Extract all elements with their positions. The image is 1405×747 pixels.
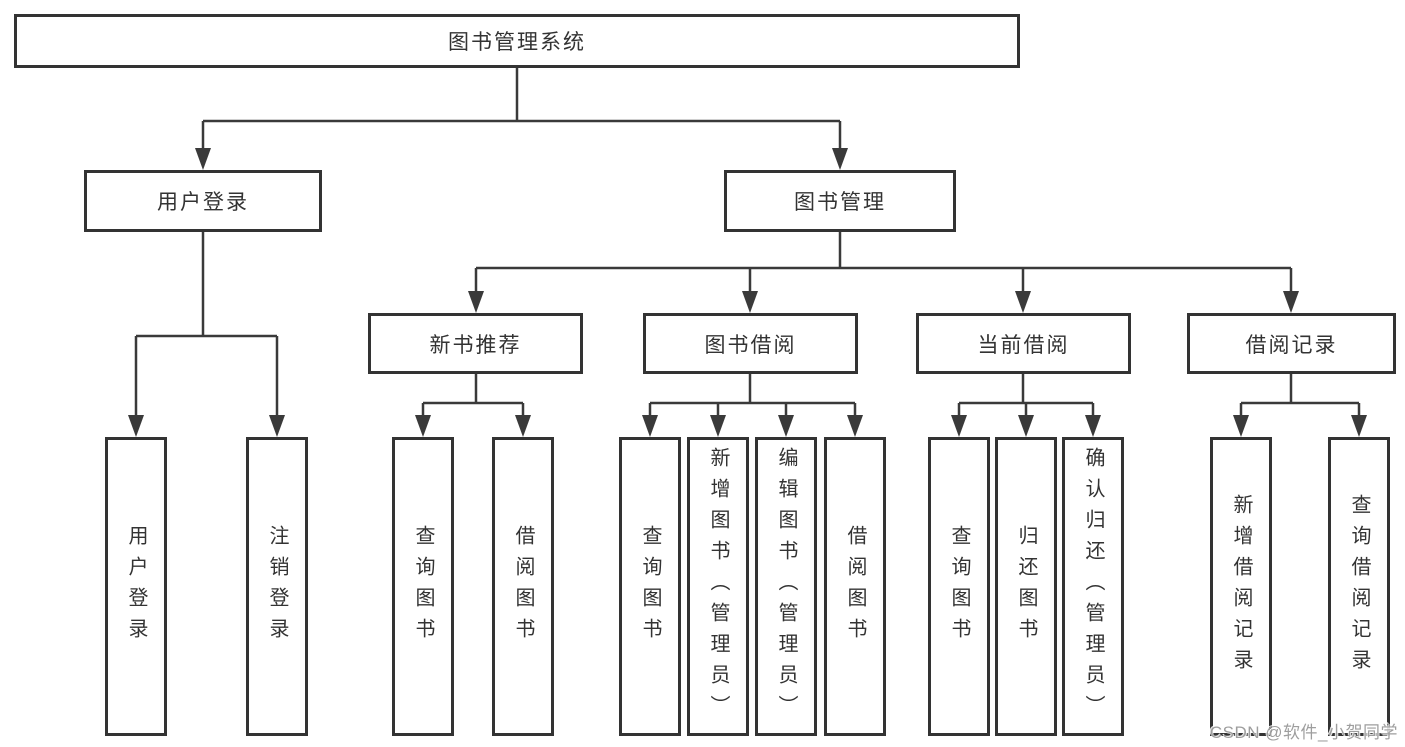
node-leaf-bb-borrow-book: 借阅图书 bbox=[824, 437, 886, 736]
node-leaf-cb-query-book: 查询图书 bbox=[928, 437, 990, 736]
arrowhead-cb-query bbox=[951, 415, 967, 437]
node-label: 查询借阅记录 bbox=[1348, 493, 1370, 680]
connector-borrow-record-children bbox=[1239, 374, 1361, 417]
node-label: 用户登录 bbox=[157, 191, 249, 214]
connector-user-login-children bbox=[134, 232, 279, 417]
node-book-mgmt: 图书管理 bbox=[724, 170, 956, 232]
node-label: 新书推荐 bbox=[429, 333, 522, 357]
node-leaf-bb-query-book: 查询图书 bbox=[619, 437, 681, 736]
node-leaf-user-login: 用户登录 bbox=[105, 437, 167, 736]
node-label: 图书借阅 bbox=[704, 333, 797, 357]
arrowhead-leaf-user-login bbox=[128, 415, 144, 437]
node-new-book-rec: 新书推荐 bbox=[368, 313, 583, 374]
connector-current-borrow-children bbox=[957, 374, 1095, 417]
arrowhead-current-borrow bbox=[1015, 291, 1031, 313]
arrowhead-bb-borrow bbox=[847, 415, 863, 437]
node-label: 查询图书 bbox=[412, 524, 434, 649]
arrowhead-book-borrow bbox=[742, 291, 758, 313]
node-current-borrow: 当前借阅 bbox=[916, 313, 1131, 374]
node-label: 查询图书 bbox=[948, 524, 970, 649]
node-label: 查询图书 bbox=[639, 524, 661, 649]
node-leaf-bb-edit-book: 编辑图书（管理员） bbox=[755, 437, 817, 736]
arrowhead-cb-return bbox=[1018, 415, 1034, 437]
node-leaf-nbr-query-book: 查询图书 bbox=[392, 437, 454, 736]
arrowhead-cb-confirm bbox=[1085, 415, 1101, 437]
connector-book-borrow-children bbox=[648, 374, 857, 417]
node-root-system: 图书管理系统 bbox=[14, 14, 1020, 68]
node-label: 图书管理 bbox=[794, 191, 886, 214]
node-label: 图书管理系统 bbox=[448, 31, 586, 54]
node-leaf-cb-return-book: 归还图书 bbox=[995, 437, 1057, 736]
arrowhead-nbr-query bbox=[415, 415, 431, 437]
arrowhead-nbr-borrow bbox=[515, 415, 531, 437]
node-leaf-logout: 注销登录 bbox=[246, 437, 308, 736]
arrowhead-bb-edit bbox=[778, 415, 794, 437]
arrowhead-borrow-record bbox=[1283, 291, 1299, 313]
node-label: 借阅图书 bbox=[844, 524, 866, 649]
node-label: 归还图书 bbox=[1015, 524, 1037, 649]
connector-book-mgmt-children bbox=[474, 232, 1293, 293]
arrowhead-new-book-rec bbox=[468, 291, 484, 313]
node-book-borrow: 图书借阅 bbox=[643, 313, 858, 374]
connector-new-book-rec-children bbox=[421, 374, 525, 417]
node-label: 编辑图书（管理员） bbox=[775, 447, 797, 726]
arrowhead-br-add bbox=[1233, 415, 1249, 437]
arrowhead-br-query bbox=[1351, 415, 1367, 437]
node-label: 新增借阅记录 bbox=[1230, 493, 1252, 680]
node-label: 借阅记录 bbox=[1245, 333, 1338, 357]
node-label: 确认归还（管理员） bbox=[1082, 447, 1104, 726]
node-label: 当前借阅 bbox=[977, 333, 1070, 357]
connector-root-to-level2 bbox=[201, 68, 842, 150]
node-label: 用户登录 bbox=[125, 524, 147, 649]
node-leaf-cb-confirm-return: 确认归还（管理员） bbox=[1062, 437, 1124, 736]
node-borrow-record: 借阅记录 bbox=[1187, 313, 1396, 374]
node-leaf-bb-add-book: 新增图书（管理员） bbox=[687, 437, 749, 736]
node-label: 注销登录 bbox=[266, 524, 288, 649]
arrowhead-leaf-logout bbox=[269, 415, 285, 437]
node-user-login: 用户登录 bbox=[84, 170, 322, 232]
csdn-watermark: CSDN @软件_小贺同学 bbox=[1209, 723, 1398, 742]
arrowhead-book-mgmt bbox=[832, 148, 848, 170]
node-leaf-br-add-record: 新增借阅记录 bbox=[1210, 437, 1272, 736]
node-label: 新增图书（管理员） bbox=[707, 447, 729, 726]
node-leaf-nbr-borrow-book: 借阅图书 bbox=[492, 437, 554, 736]
arrowhead-user-login bbox=[195, 148, 211, 170]
node-leaf-br-query-record: 查询借阅记录 bbox=[1328, 437, 1390, 736]
arrowhead-bb-query bbox=[642, 415, 658, 437]
node-label: 借阅图书 bbox=[512, 524, 534, 649]
arrowhead-bb-add bbox=[710, 415, 726, 437]
